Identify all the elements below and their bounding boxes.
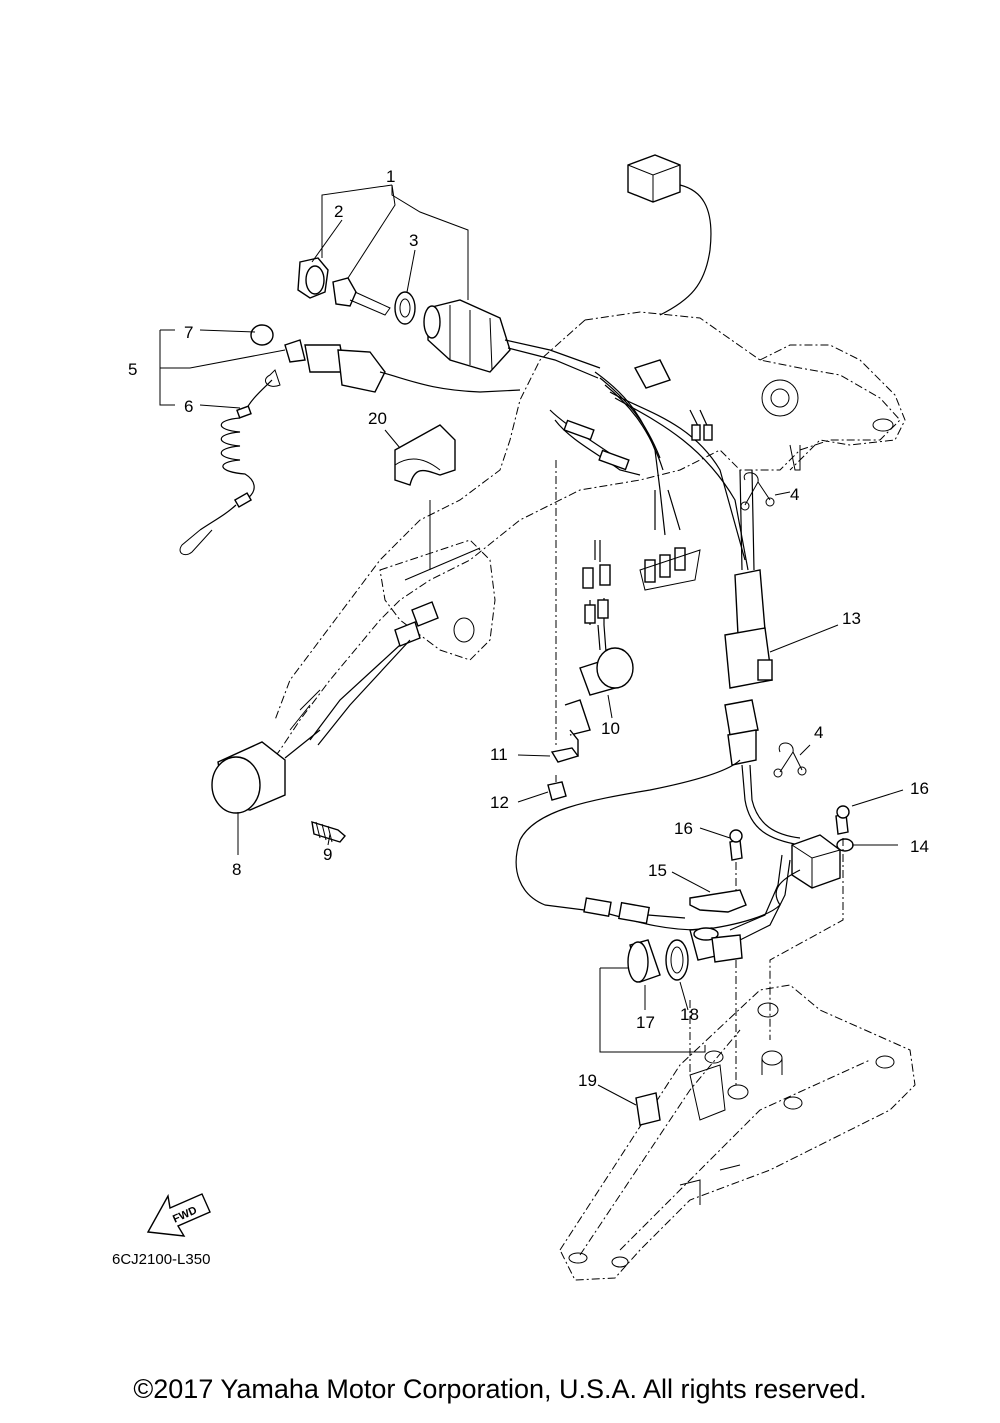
- callout-20: 20: [368, 409, 387, 428]
- callout-10: 10: [601, 719, 620, 738]
- top-connector: [627, 154, 712, 316]
- item19-label: [635, 1092, 661, 1126]
- item20-cover: [394, 424, 456, 570]
- callout-19: 19: [578, 1071, 597, 1090]
- callout-3: 3: [409, 231, 418, 250]
- item8-grip: [211, 729, 346, 843]
- callout-5: 5: [128, 360, 137, 379]
- callout-14: 14: [910, 837, 929, 856]
- callout-9: 9: [323, 845, 332, 864]
- wiring-harness: [309, 359, 749, 746]
- callout-8: 8: [232, 860, 241, 879]
- callout-1: 1: [386, 167, 395, 186]
- item17-18-grommets: [599, 939, 706, 1053]
- copyright-text: ©2017 Yamaha Motor Corporation, U.S.A. A…: [133, 1374, 867, 1404]
- steering-bracket: [759, 344, 906, 471]
- drawing-code: 6CJ2100-L350: [112, 1251, 210, 1268]
- callout-7: 7: [184, 323, 193, 342]
- leader-lines: [159, 184, 904, 1106]
- callout-4b: 4: [814, 723, 823, 742]
- callout-11: 11: [490, 745, 508, 764]
- callout-15: 15: [648, 861, 667, 880]
- callout-16a: 16: [674, 819, 693, 838]
- callout-17: 17: [636, 1013, 655, 1032]
- item14-relay: [689, 805, 854, 1040]
- item10-module: [564, 624, 634, 736]
- lower-wire-loop: [515, 759, 801, 963]
- lower-base: [559, 960, 916, 1281]
- callout-16b: 16: [910, 779, 929, 798]
- callout-12: 12: [490, 793, 509, 812]
- fwd-arrow-icon: FWD: [146, 1193, 211, 1237]
- callout-6: 6: [184, 397, 193, 416]
- callout-13: 13: [842, 609, 861, 628]
- main-switch-assembly: [297, 257, 601, 379]
- callout-4a: 4: [790, 485, 799, 504]
- callouts: 1 2 3 4 4 5 6 7 8 9 10 11 12 13 14 15 16…: [128, 167, 929, 1090]
- item4-clips: [740, 472, 807, 778]
- tiller-handle-outline: [264, 311, 901, 771]
- item11-12: [547, 460, 580, 801]
- item13-connector: [724, 469, 801, 846]
- callout-18: 18: [680, 1005, 699, 1024]
- stop-switch-assembly: [179, 324, 521, 556]
- callout-2: 2: [334, 202, 343, 221]
